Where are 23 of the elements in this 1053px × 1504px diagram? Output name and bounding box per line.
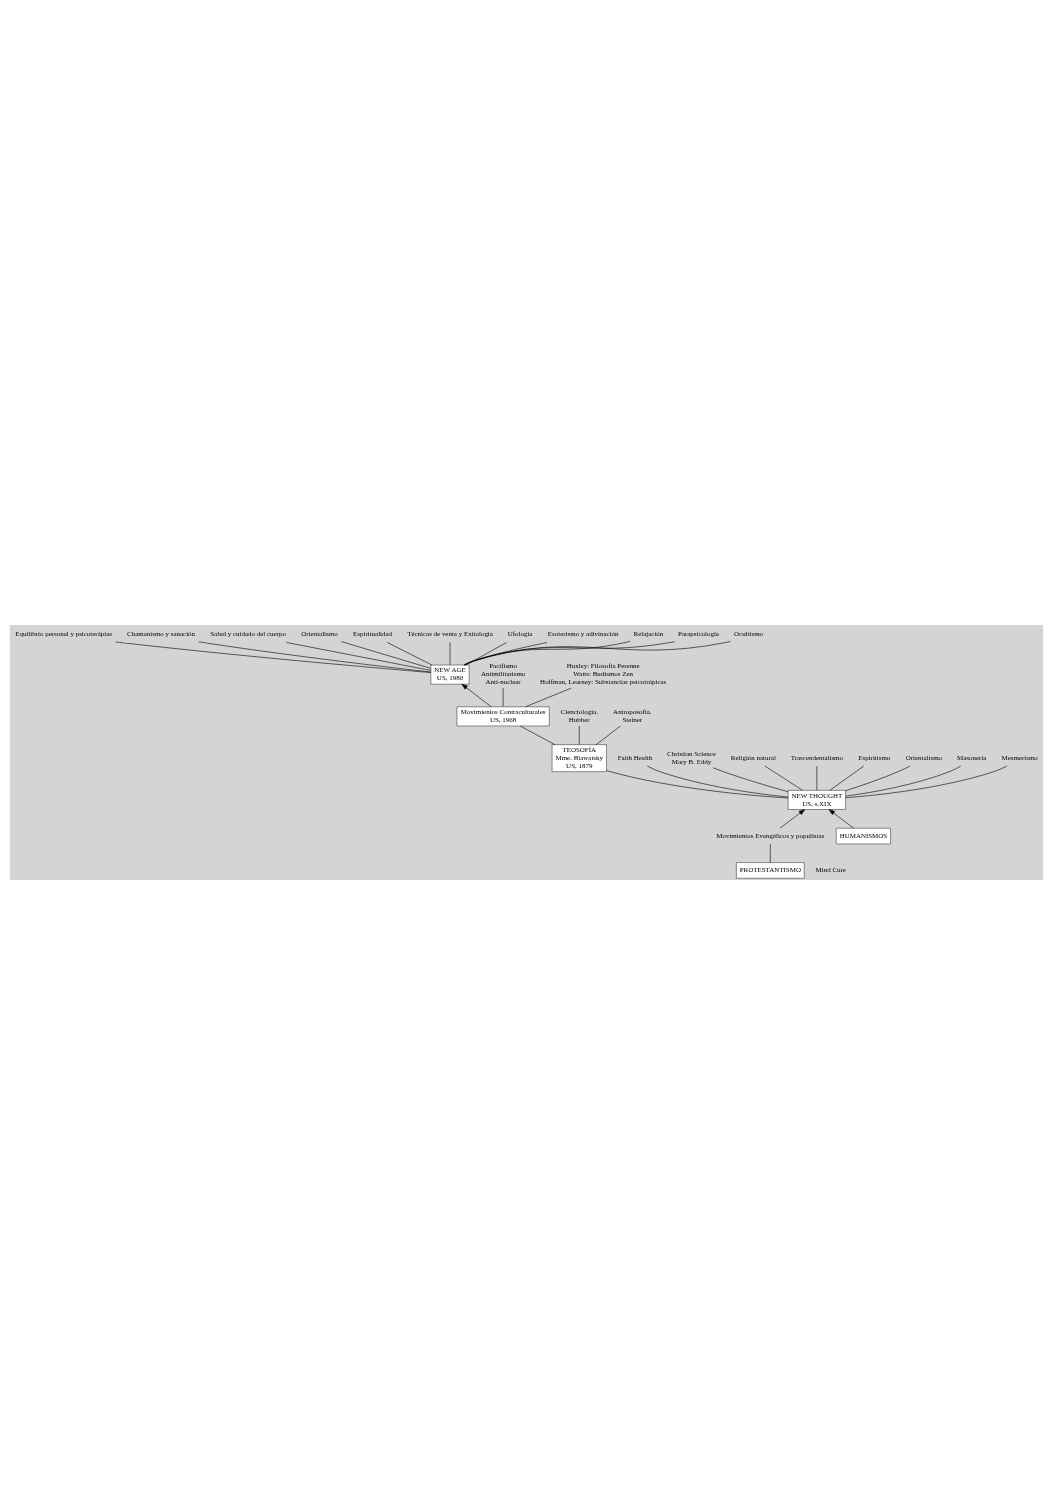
connector: [519, 725, 556, 745]
connector: [845, 765, 911, 791]
connector: [845, 765, 962, 796]
arrow: [828, 808, 854, 828]
connector: [286, 641, 432, 671]
connector: [764, 765, 803, 791]
connector: [115, 641, 432, 673]
connector: [463, 640, 675, 665]
connector: [463, 640, 731, 665]
connector: [198, 641, 432, 672]
connector: [525, 687, 572, 707]
connector: [646, 765, 789, 797]
connector: [845, 765, 1008, 798]
connector: [464, 641, 548, 665]
connector: [829, 765, 865, 791]
connector: [606, 769, 789, 798]
arrow: [779, 808, 805, 828]
connector: [465, 641, 507, 665]
connector: [712, 766, 789, 792]
arrow: [461, 683, 492, 707]
connector: [341, 640, 432, 669]
connector: [595, 725, 621, 745]
connector: [463, 640, 631, 665]
